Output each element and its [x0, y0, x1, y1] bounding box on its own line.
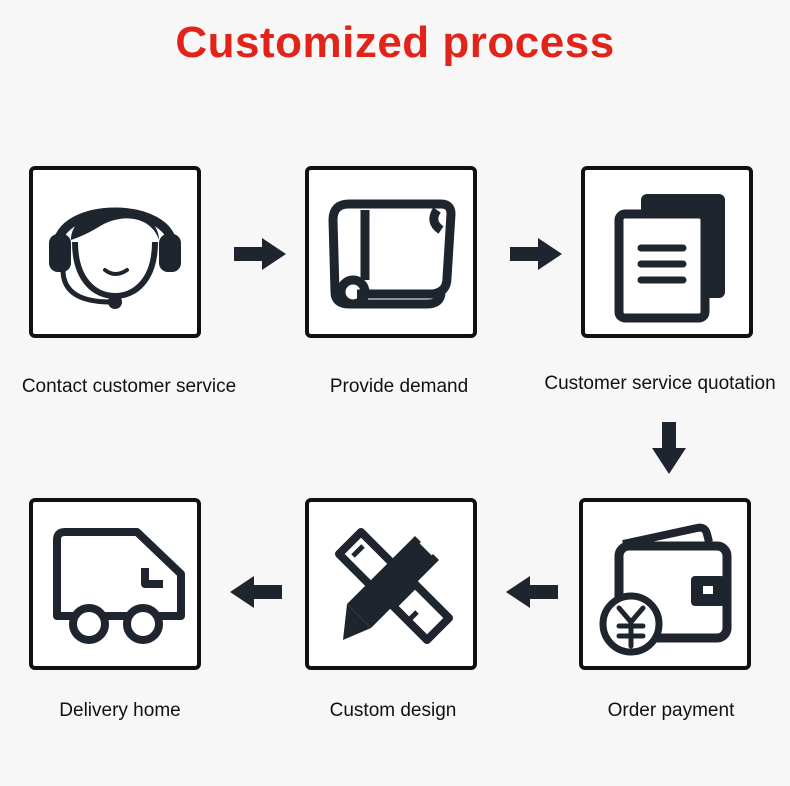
step-label-demand: Provide demand — [329, 376, 469, 397]
step-label-quotation: Customer service quotation — [544, 373, 776, 394]
arrow-left-icon — [228, 574, 284, 610]
step-box-contact — [29, 166, 201, 338]
pencil-ruler-icon — [335, 528, 453, 644]
step-box-design — [305, 498, 477, 670]
step-box-demand — [305, 166, 477, 338]
step-label-payment: Order payment — [607, 700, 735, 721]
page-title: Customized process — [175, 18, 615, 67]
headset-agent-icon — [49, 207, 181, 309]
step-label-delivery: Delivery home — [59, 700, 181, 721]
wallet-yuan-icon — [599, 523, 732, 656]
step-box-payment — [579, 498, 751, 670]
arrow-down-icon — [650, 420, 688, 476]
documents-icon — [614, 194, 725, 323]
step-label-contact: Contact customer service — [21, 376, 237, 397]
arrow-left-icon — [504, 574, 560, 610]
step-box-delivery — [29, 498, 201, 670]
step-label-design: Custom design — [329, 700, 457, 721]
arrow-right-icon — [508, 236, 564, 272]
step-box-quotation — [581, 166, 753, 338]
scroll-icon — [328, 199, 456, 309]
delivery-truck-icon — [53, 528, 185, 644]
arrow-right-icon — [232, 236, 288, 272]
